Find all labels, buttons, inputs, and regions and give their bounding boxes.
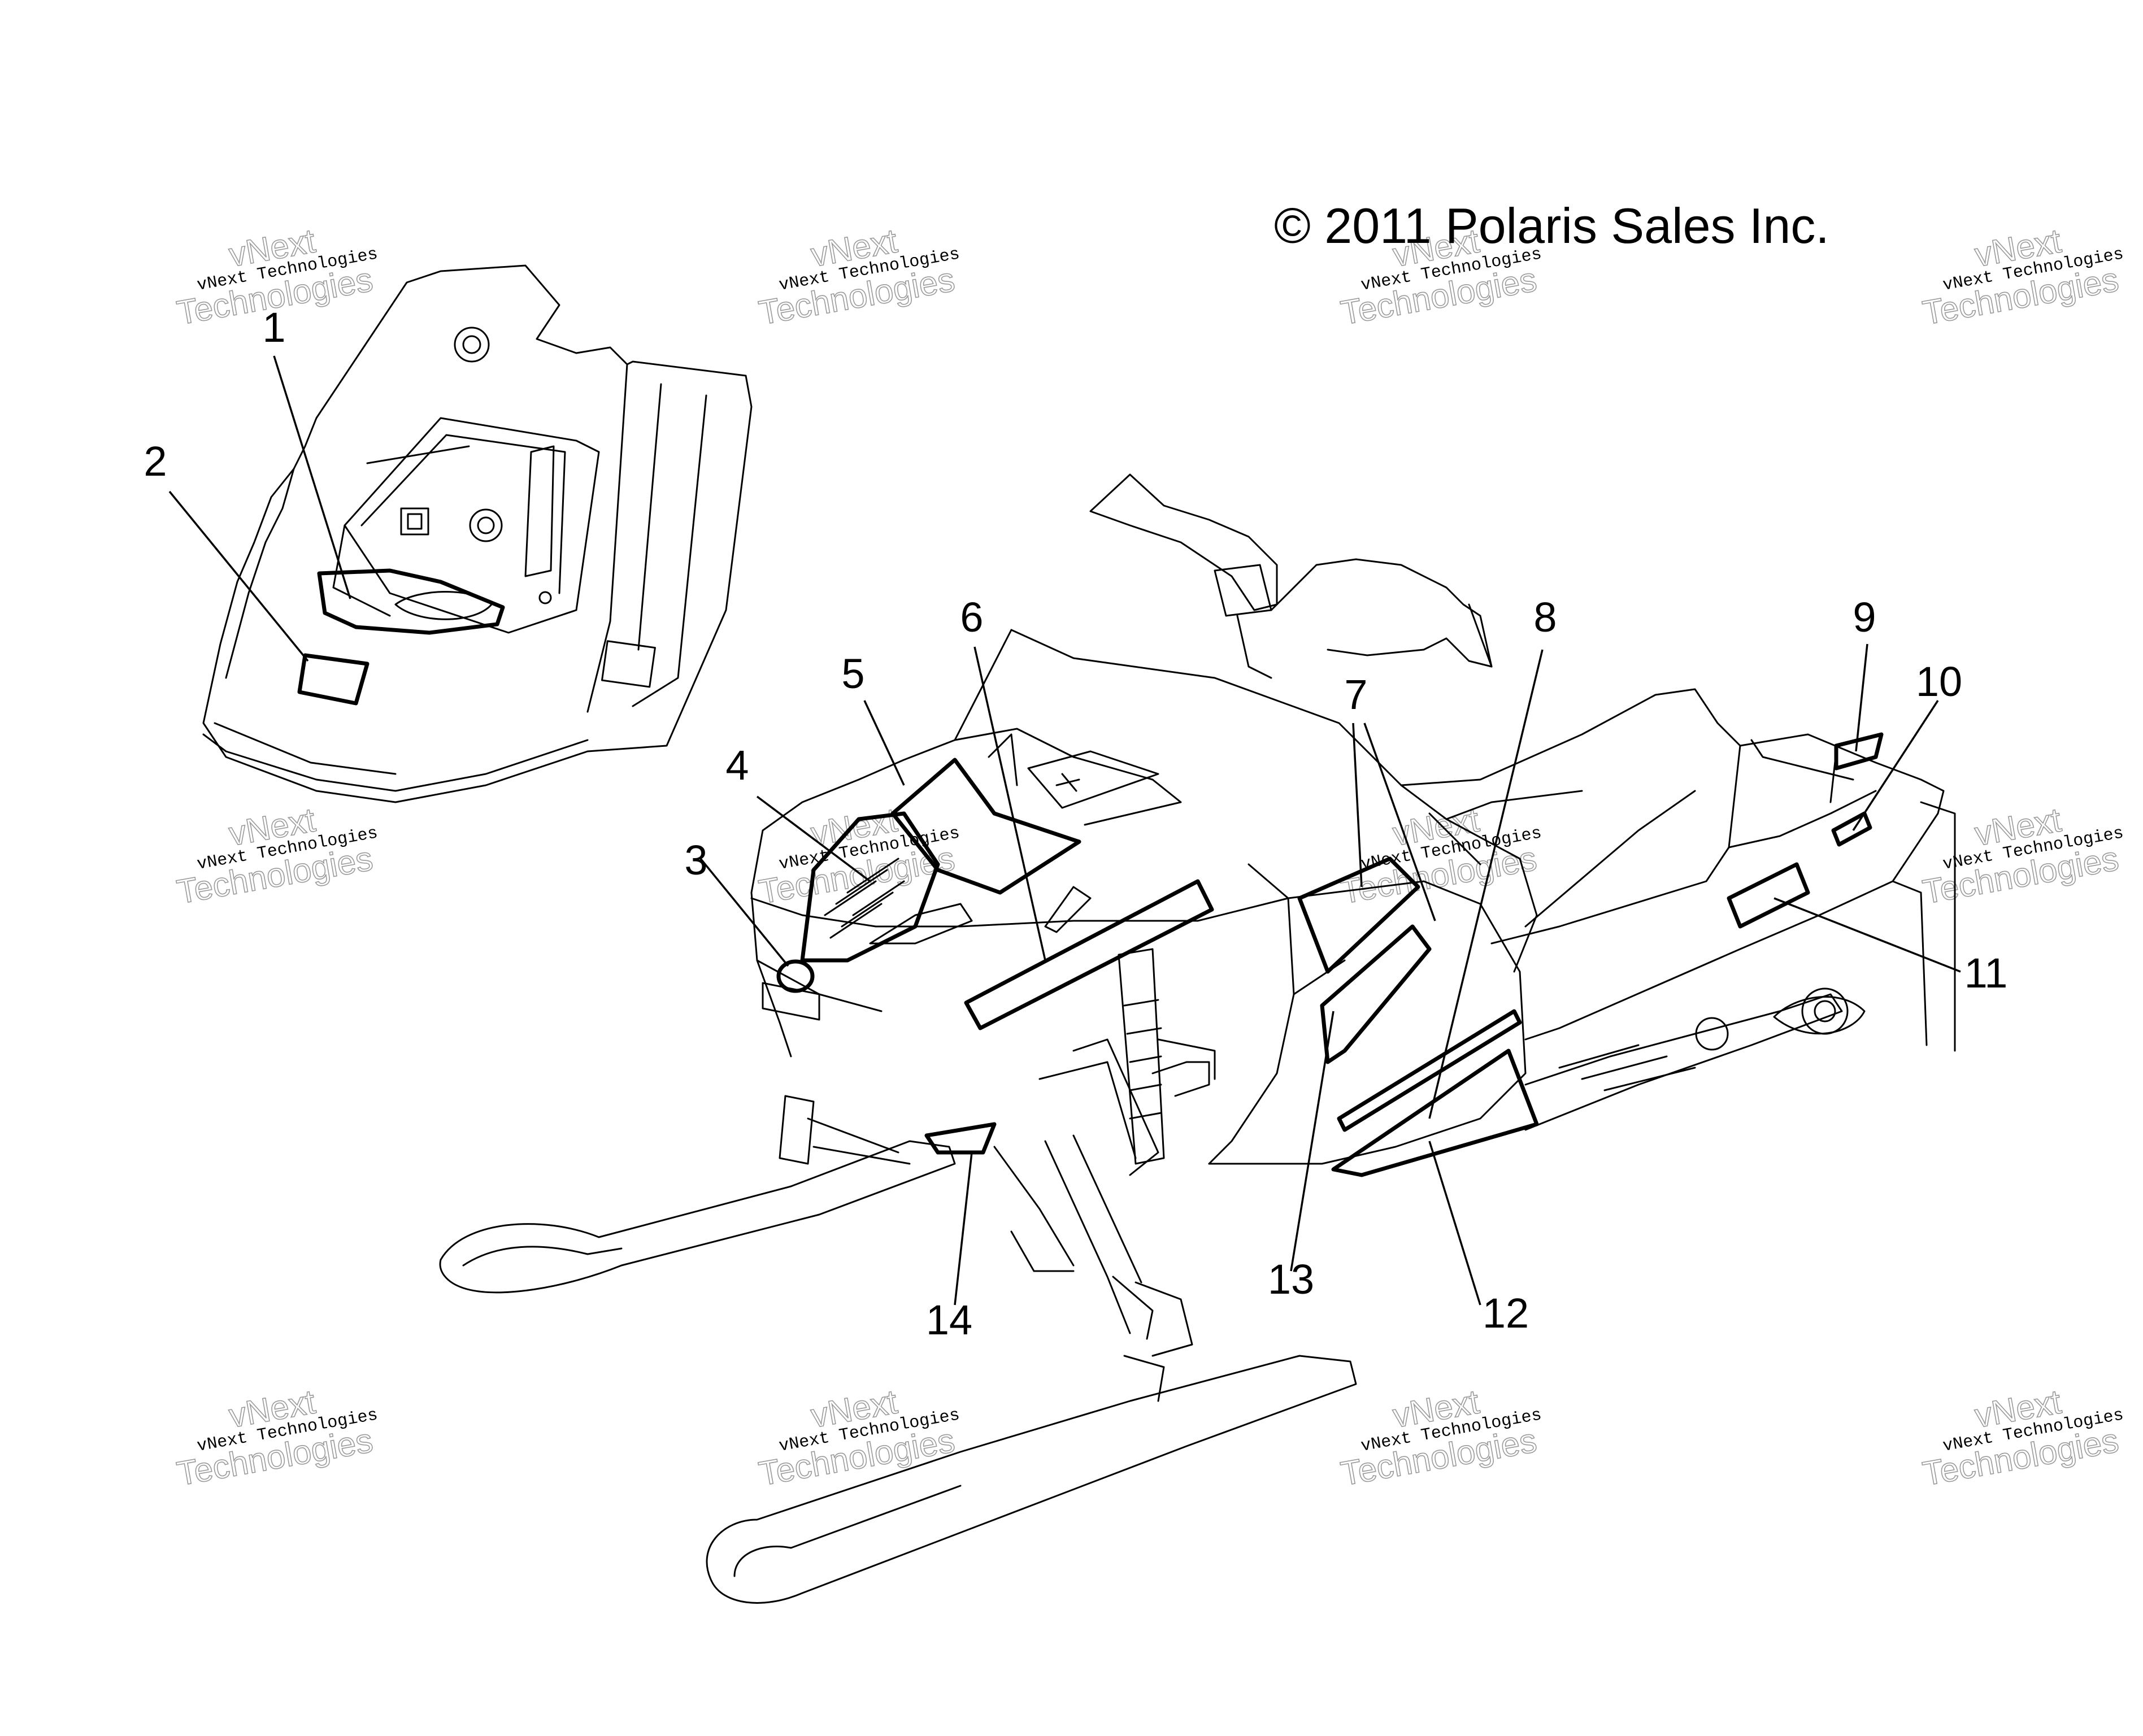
callout-6: 6: [960, 594, 983, 641]
snowmobile-drawing: [439, 473, 1956, 1604]
decals: [776, 732, 1884, 1177]
callout-13: 13: [1268, 1256, 1314, 1303]
copyright-text: © 2011 Polaris Sales Inc.: [1274, 198, 1829, 254]
callout-9: 9: [1853, 594, 1876, 641]
callout-12: 12: [1483, 1290, 1529, 1337]
callout-3: 3: [684, 837, 707, 884]
callout-8: 8: [1533, 594, 1557, 641]
callout-14: 14: [926, 1296, 972, 1343]
callout-1: 1: [262, 304, 285, 351]
callout-labels: 1 2 3 4 5 6 7 8 9 10 11 12 13 14: [144, 304, 2007, 1343]
leader-lines: [168, 355, 1961, 1306]
callout-2: 2: [144, 438, 167, 485]
callout-11: 11: [1964, 950, 2008, 997]
callout-5: 5: [841, 650, 864, 697]
callout-7: 7: [1344, 671, 1367, 718]
console-inset-drawing: [202, 264, 753, 803]
callout-4: 4: [725, 742, 749, 789]
callout-10: 10: [1916, 658, 1962, 705]
